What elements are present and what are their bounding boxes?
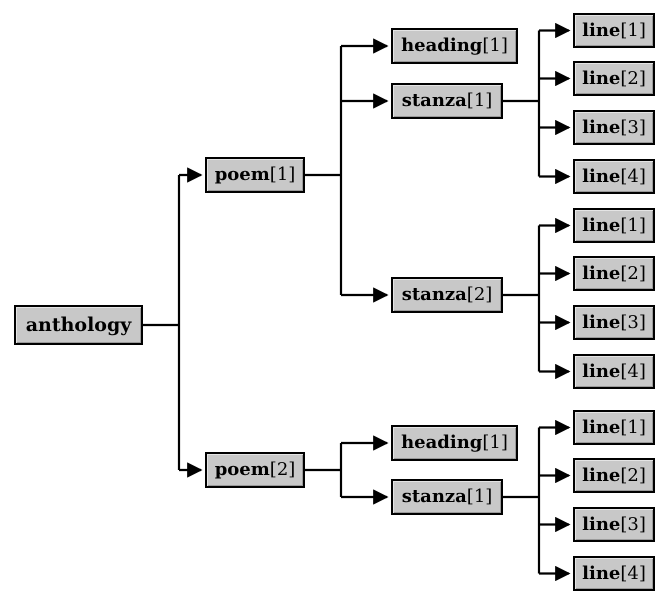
node-element-name: line — [582, 416, 621, 438]
node-lineA1[interactable]: line[1] — [573, 13, 655, 48]
node-element-name: line — [582, 513, 621, 535]
node-stanza1b[interactable]: stanza[1] — [391, 479, 503, 515]
node-poem1[interactable]: poem[1] — [205, 157, 305, 193]
node-element-name: line — [582, 311, 621, 333]
node-element-name: stanza — [401, 486, 467, 507]
node-element-index: [1] — [466, 90, 493, 111]
node-element-index: [2] — [466, 284, 493, 305]
node-element-name: line — [582, 116, 621, 138]
node-element-name: stanza — [401, 90, 467, 111]
node-lineC4[interactable]: line[4] — [573, 556, 655, 591]
node-element-index: [1] — [620, 19, 646, 41]
node-heading1a[interactable]: heading[1] — [391, 28, 518, 64]
node-lineA2[interactable]: line[2] — [573, 61, 655, 96]
node-element-name: heading — [401, 432, 483, 453]
node-lineC2[interactable]: line[2] — [573, 458, 655, 493]
node-element-name: line — [582, 262, 621, 284]
node-element-index: [3] — [620, 311, 646, 333]
node-stanza2a[interactable]: stanza[2] — [391, 277, 503, 313]
node-element-name: poem — [214, 459, 270, 480]
node-element-name: line — [582, 464, 621, 486]
node-element-name: line — [582, 360, 621, 382]
node-element-name: line — [582, 19, 621, 41]
node-lineB1[interactable]: line[1] — [573, 208, 655, 243]
node-element-index: [3] — [620, 116, 646, 138]
node-element-index: [4] — [620, 562, 646, 584]
node-element-index: [2] — [620, 262, 646, 284]
node-element-index: [2] — [620, 464, 646, 486]
node-lineB3[interactable]: line[3] — [573, 305, 655, 340]
node-lineC3[interactable]: line[3] — [573, 507, 655, 542]
node-element-index: [4] — [620, 165, 646, 187]
edge-group — [143, 22, 571, 582]
node-stanza1a[interactable]: stanza[1] — [391, 83, 503, 119]
node-poem2[interactable]: poem[2] — [205, 452, 305, 488]
node-element-name: line — [582, 67, 621, 89]
node-element-index: [2] — [620, 67, 646, 89]
node-anthology[interactable]: anthology — [14, 305, 143, 345]
node-element-index: [3] — [620, 513, 646, 535]
node-element-name: line — [582, 562, 621, 584]
node-element-name: line — [582, 165, 621, 187]
node-element-name: stanza — [401, 284, 467, 305]
node-lineB2[interactable]: line[2] — [573, 256, 655, 291]
node-element-name: anthology — [25, 313, 132, 336]
node-element-index: [2] — [269, 459, 296, 480]
node-element-name: heading — [401, 35, 483, 56]
node-element-index: [1] — [466, 486, 493, 507]
node-element-index: [1] — [620, 214, 646, 236]
node-element-index: [1] — [620, 416, 646, 438]
node-lineA3[interactable]: line[3] — [573, 110, 655, 145]
node-lineB4[interactable]: line[4] — [573, 354, 655, 389]
node-lineA4[interactable]: line[4] — [573, 159, 655, 194]
node-element-name: line — [582, 214, 621, 236]
node-heading1b[interactable]: heading[1] — [391, 425, 518, 461]
node-element-index: [1] — [482, 35, 508, 56]
node-lineC1[interactable]: line[1] — [573, 410, 655, 445]
node-element-index: [1] — [269, 164, 296, 185]
node-element-name: poem — [214, 164, 270, 185]
node-element-index: [1] — [482, 432, 508, 453]
node-element-index: [4] — [620, 360, 646, 382]
